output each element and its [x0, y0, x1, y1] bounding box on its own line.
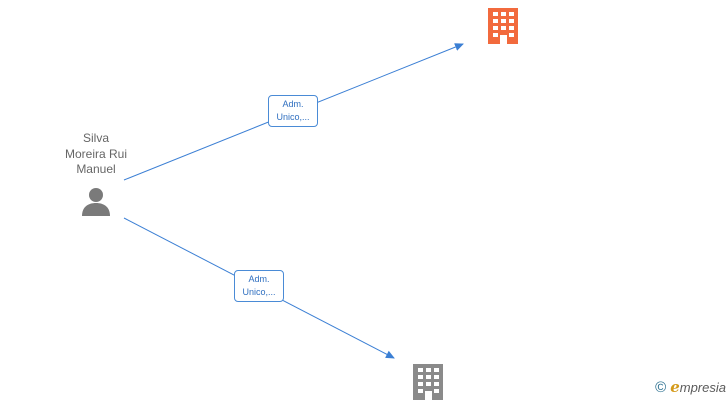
edge-label-role[interactable]: Adm. Unico,... [234, 270, 284, 302]
edge-label-line: Adm. [282, 99, 304, 109]
brand-logo: © e mpresia [655, 378, 726, 396]
person-name[interactable]: Silva Moreira Rui Manuel [52, 131, 140, 178]
copyright-icon: © [655, 378, 667, 396]
company-building-icon[interactable] [486, 6, 520, 46]
edge-label-role[interactable]: Adm. Unico,... [268, 95, 318, 127]
brand-initial: e [670, 378, 680, 396]
person-name-line: Manuel [76, 162, 116, 176]
edge-label-line: Adm. [248, 274, 270, 284]
person-icon[interactable] [79, 185, 113, 219]
company-building-icon[interactable] [411, 362, 445, 400]
person-name-line: Silva [82, 131, 109, 145]
brand-name: mpresia [679, 379, 726, 395]
edge-label-line: Unico,... [276, 112, 310, 122]
edge-label-line: Unico,... [242, 287, 276, 297]
person-name-line: Moreira Rui [64, 146, 127, 161]
